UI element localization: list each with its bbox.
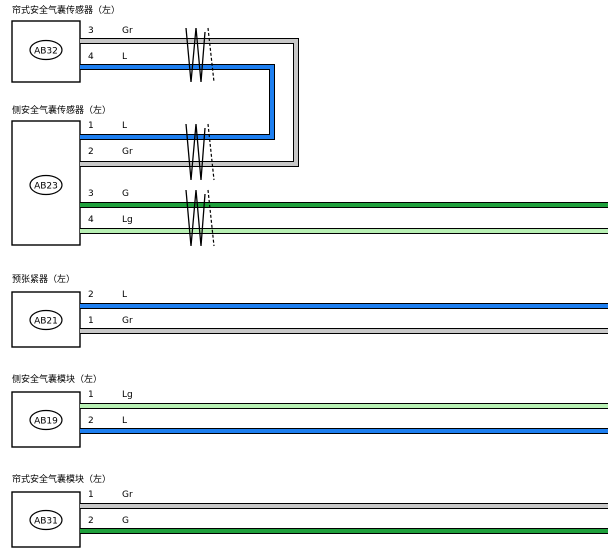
pin-number: 4 xyxy=(88,52,94,62)
wire-color-label: Gr xyxy=(122,490,133,500)
connector-code-oval xyxy=(29,409,63,431)
pin-number: 2 xyxy=(88,416,94,426)
wire-color-label: G xyxy=(122,516,129,526)
twisted-pair-symbol xyxy=(185,123,215,181)
wire-color-label: Gr xyxy=(122,316,133,326)
twisted-pair-symbol xyxy=(185,27,215,83)
connector-code: AB23 xyxy=(34,182,58,192)
wire-color-label: Gr xyxy=(122,147,133,157)
wire-color-label: L xyxy=(122,290,127,300)
pin-number: 1 xyxy=(88,121,94,131)
connector-code: AB21 xyxy=(34,317,58,327)
connector-ab19 xyxy=(11,391,81,448)
pin-number: 2 xyxy=(88,290,94,300)
component-title: 帘式安全气囊传感器（左） xyxy=(12,4,120,16)
wire-color-label: G xyxy=(122,189,129,199)
wire-color-label: L xyxy=(122,121,127,131)
pin-number: 2 xyxy=(88,147,94,157)
connector-code-oval xyxy=(29,174,63,196)
wire-color-label: Lg xyxy=(122,215,133,225)
pin-number: 1 xyxy=(88,390,94,400)
component-title: 帘式安全气囊模块（左） xyxy=(12,473,111,485)
connector-code: AB32 xyxy=(34,47,58,57)
connector-code: AB19 xyxy=(34,417,58,427)
pin-number: 3 xyxy=(88,26,94,36)
wire-color-label: L xyxy=(122,416,127,426)
connector-ab31 xyxy=(11,491,81,548)
wire-color-label: Lg xyxy=(122,390,133,400)
connector-ab23 xyxy=(11,120,81,246)
component-title: 侧安全气囊传感器（左） xyxy=(12,104,111,116)
component-title: 侧安全气囊模块（左） xyxy=(12,373,102,385)
pin-number: 1 xyxy=(88,316,94,326)
wire-l-loop xyxy=(80,64,275,140)
connector-ab32 xyxy=(11,20,81,83)
connector-ab21 xyxy=(11,291,81,348)
wire-gr-loop xyxy=(80,38,299,167)
pin-number: 4 xyxy=(88,215,94,225)
connector-code-oval xyxy=(29,509,63,531)
pin-number: 1 xyxy=(88,490,94,500)
connector-code-oval xyxy=(29,309,63,331)
component-title: 预张紧器（左） xyxy=(12,273,75,285)
wire-color-label: Gr xyxy=(122,26,133,36)
twisted-pair-symbol xyxy=(185,189,215,247)
pin-number: 3 xyxy=(88,189,94,199)
connector-code-oval xyxy=(29,39,63,61)
pin-number: 2 xyxy=(88,516,94,526)
wire-color-label: L xyxy=(122,52,127,62)
connector-code: AB31 xyxy=(34,517,58,527)
